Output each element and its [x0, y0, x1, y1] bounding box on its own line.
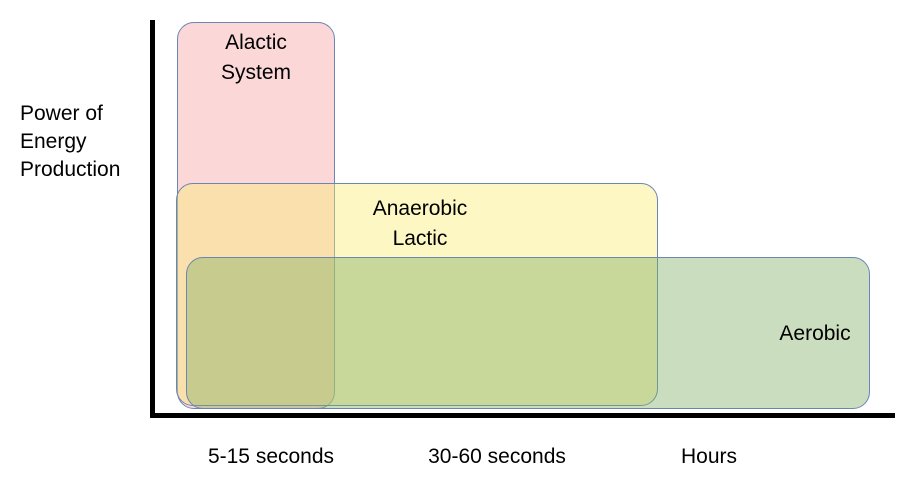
- zone-anaerobic-lactic: [176, 183, 658, 406]
- zone-alactic-system: [177, 22, 335, 409]
- x-axis-tick-hours: Hours: [680, 445, 738, 468]
- x-axis-tick-5-15-seconds: 5-15 seconds: [207, 445, 335, 468]
- y-axis-line: [150, 20, 155, 418]
- y-axis-label: Power of Energy Production: [20, 102, 121, 181]
- zone-aerobic: [186, 257, 870, 409]
- x-axis-line: [150, 413, 895, 418]
- x-axis-tick-30-60-seconds: 30-60 seconds: [428, 445, 566, 468]
